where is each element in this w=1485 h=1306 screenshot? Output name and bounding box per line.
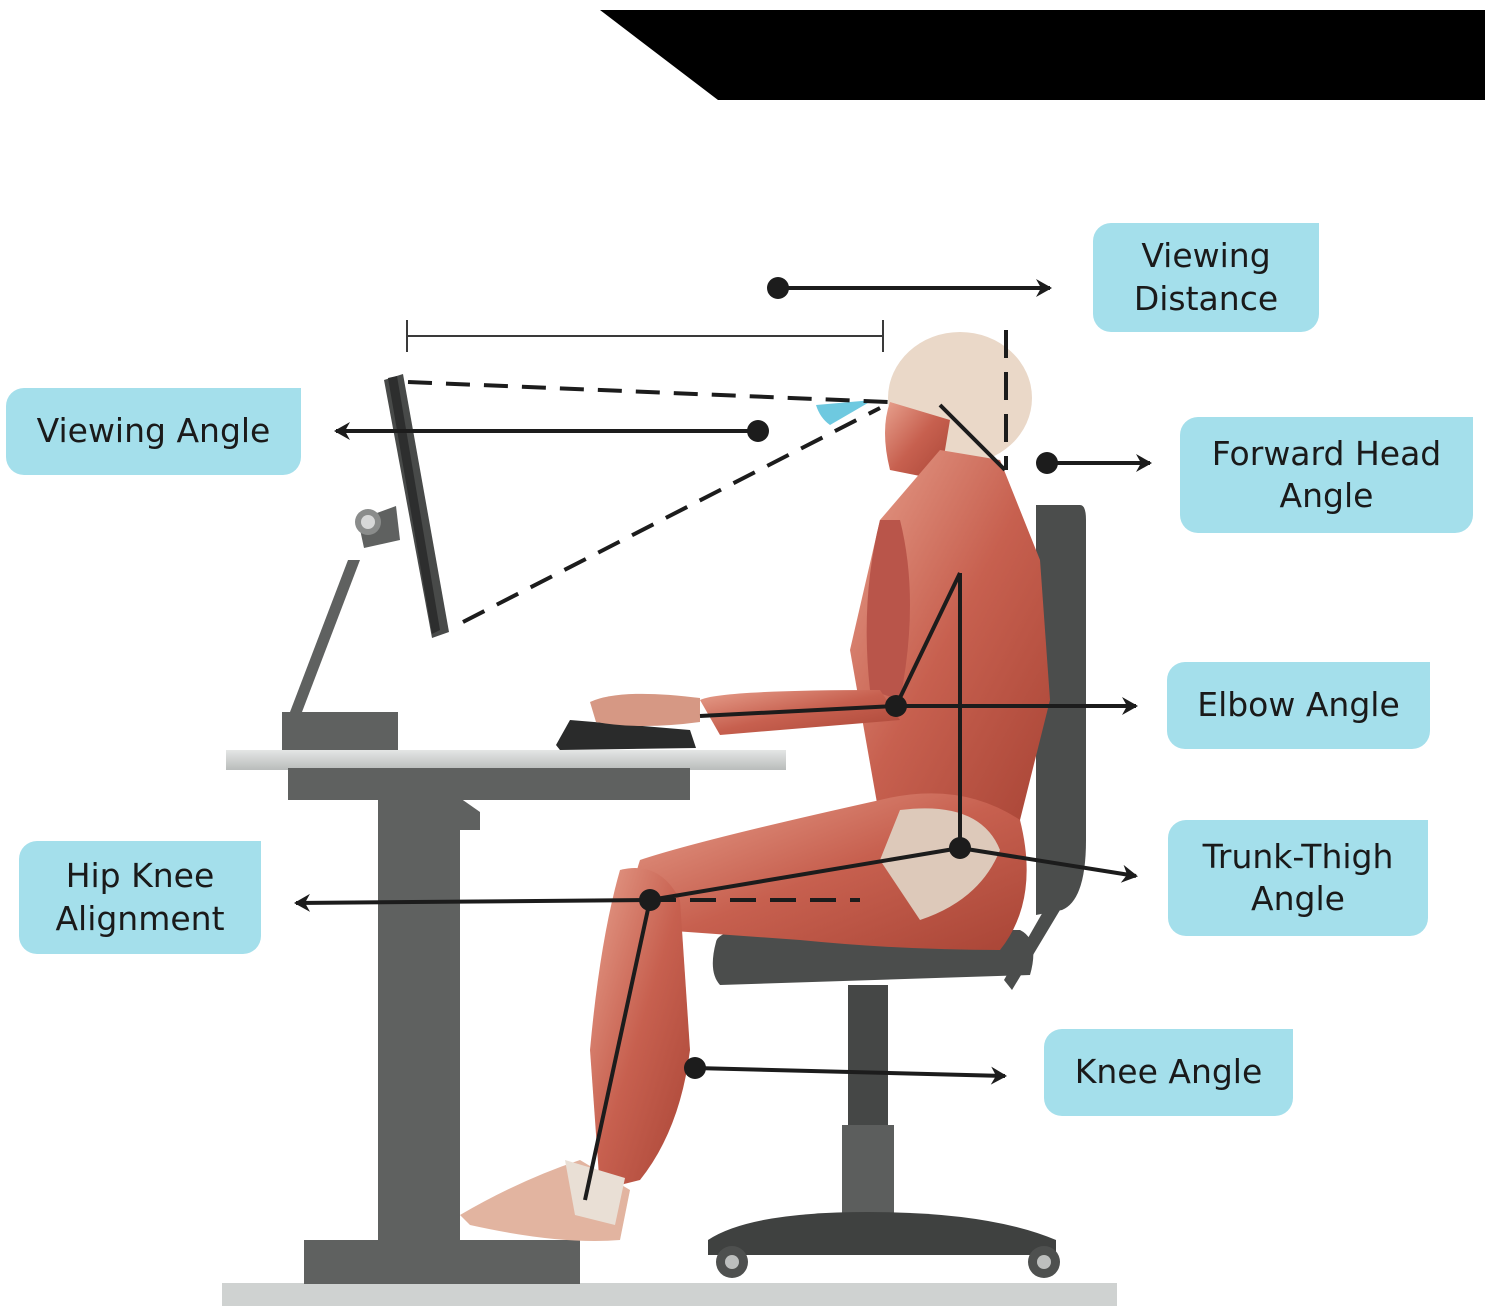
label-viewing-angle: Viewing Angle [6, 388, 301, 475]
label-knee-angle: Knee Angle [1044, 1029, 1293, 1116]
floor [222, 1283, 1117, 1306]
label-viewing-distance: Viewing Distance [1093, 223, 1319, 332]
viewing-distance-bracket [407, 320, 883, 352]
title-banner [600, 10, 1485, 100]
sight-lines [408, 382, 888, 622]
label-trunk-thigh-angle: Trunk-Thigh Angle [1168, 820, 1428, 936]
label-forward-head-angle: Forward Head Angle [1180, 417, 1473, 533]
label-elbow-angle: Elbow Angle [1167, 662, 1430, 749]
viewing-angle-wedge [816, 400, 873, 425]
label-hip-knee-alignment: Hip Knee Alignment [19, 841, 261, 954]
